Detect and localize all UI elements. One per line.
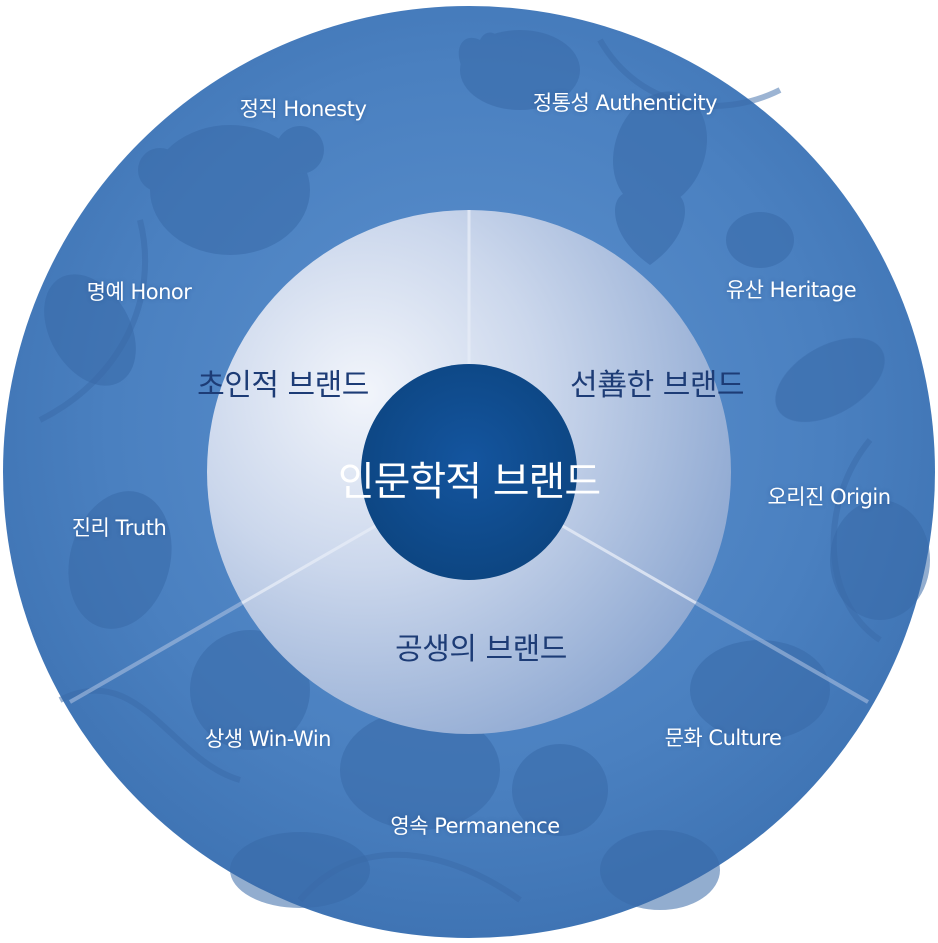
segment-label-coexistence: 공생의 브랜드 [395,632,567,667]
outer-divider-left [69,601,243,704]
value-label-origin: 오리진 Origin [767,485,891,509]
value-label-truth: 진리 Truth [71,516,167,540]
value-label-honor: 명예 Honor [86,280,192,304]
outer-dividers [69,601,869,704]
value-label-permanence: 영속 Permanence [390,814,560,838]
value-label-win-win: 상생 Win-Win [205,727,331,751]
outer-divider-right [695,601,869,704]
segment-label-good: 선善한 브랜드 [569,368,745,403]
center-circle [361,364,577,580]
center-label: 인문학적 브랜드 [337,459,601,505]
value-label-heritage: 유산 Heritage [725,278,857,302]
value-label-authenticity: 정통성 Authenticity [532,91,718,115]
value-label-culture: 문화 Culture [664,726,782,750]
segment-label-superhuman: 초인적 브랜드 [197,368,369,403]
value-label-honesty: 정직 Honesty [239,97,367,121]
